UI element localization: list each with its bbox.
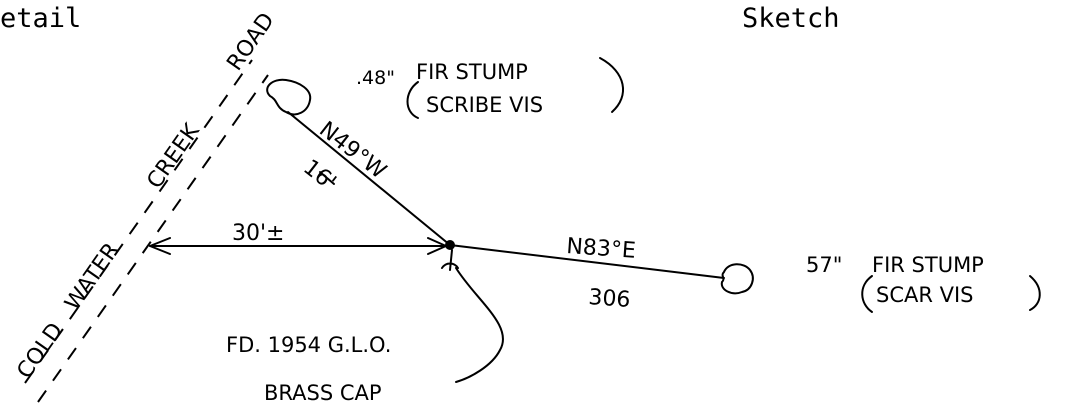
stump-nw-paren-left [406,81,419,119]
monument-line1: FD. 1954 G.L.O. [226,333,391,357]
road-label-road: ROAD [222,8,279,75]
stump-nw-paren-right [599,57,624,113]
bearing-line-ne [449,244,725,279]
stump-nw-icon [266,78,312,116]
bearing-line-nw [287,111,451,246]
stump-nw-size: .48" [356,67,395,89]
road-label-cold: COLD [12,318,68,383]
bearing-nw-distance: 16' [298,155,340,196]
bearing-nw-distance-underline [319,171,335,185]
monument-tick [441,249,459,271]
stump-nw-line2: SCRIBE VIS [426,93,543,117]
offset-dimension [149,237,447,255]
road-edge-left [24,59,253,384]
monument-line2: BRASS CAP [264,381,382,405]
stump-ne-paren-right [1029,275,1041,311]
monument-point [445,240,455,250]
cold-water-creek-road [24,59,269,403]
offset-arrow-left [149,237,171,255]
stump-ne-icon [720,263,754,295]
stump-ne-paren-left [861,275,873,313]
stump-ne-size: 57" [806,253,842,277]
road-label-creek: CREEK [142,119,205,194]
stump-nw-line1: FIR STUMP [416,60,528,84]
bearing-ne-distance: 306 [588,285,632,313]
road-label-water: WATER [60,238,124,315]
bearing-ne-label: N83°E [566,234,637,264]
offset-distance-label: 30'± [232,221,284,246]
stump-ne-line1: FIR STUMP [872,253,984,277]
header-right-label: Sketch [742,3,840,34]
header-left-label: etail [0,3,81,34]
stump-ne-line2: SCAR VIS [876,283,974,307]
monument-leader [455,267,504,383]
